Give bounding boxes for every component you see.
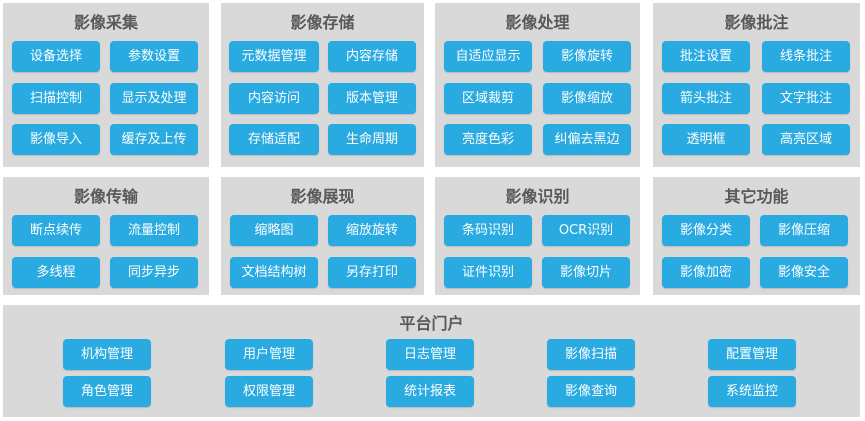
region-crop-button[interactable]: 区域裁剪: [444, 83, 532, 114]
ocr-recognition-button[interactable]: OCR识别: [542, 215, 630, 246]
thumbnail-button[interactable]: 缩略图: [230, 215, 318, 246]
image-slice-button[interactable]: 影像切片: [542, 257, 630, 288]
image-classify-button[interactable]: 影像分类: [662, 215, 750, 246]
resume-transfer-button[interactable]: 断点续传: [12, 215, 100, 246]
sync-async-button[interactable]: 同步异步: [110, 257, 198, 288]
transparent-box-button[interactable]: 透明框: [662, 124, 750, 155]
device-select-button[interactable]: 设备选择: [12, 41, 100, 72]
panel-image-storage: 影像存储 元数据管理 内容存储 内容访问 版本管理 存储适配 生命周期: [221, 3, 424, 167]
multithread-button[interactable]: 多线程: [12, 257, 100, 288]
storage-adapter-button[interactable]: 存储适配: [229, 124, 319, 155]
arrow-annotation-button[interactable]: 箭头批注: [662, 83, 750, 114]
brightness-color-button[interactable]: 亮度色彩: [444, 124, 532, 155]
org-management-button[interactable]: 机构管理: [63, 339, 151, 370]
content-access-button[interactable]: 内容访问: [229, 83, 319, 114]
scan-control-button[interactable]: 扫描控制: [12, 83, 100, 114]
image-security-button[interactable]: 影像安全: [760, 257, 848, 288]
image-import-button[interactable]: 影像导入: [12, 124, 100, 155]
panel-title: 影像处理: [505, 13, 570, 32]
panel-image-recognition: 影像识别 条码识别 OCR识别 证件识别 影像切片: [435, 177, 640, 295]
lifecycle-button[interactable]: 生命周期: [328, 124, 416, 155]
highlight-region-button[interactable]: 高亮区域: [762, 124, 850, 155]
panel-title: 影像传输: [73, 187, 138, 206]
display-processing-button[interactable]: 显示及处理: [110, 83, 198, 114]
permission-management-button[interactable]: 权限管理: [225, 376, 313, 407]
panel-image-processing: 影像处理 自适应显示 影像旋转 区域裁剪 影像缩放 亮度色彩 纠偏去黑边: [435, 3, 640, 167]
config-management-button[interactable]: 配置管理: [708, 339, 796, 370]
user-management-button[interactable]: 用户管理: [225, 339, 313, 370]
id-recognition-button[interactable]: 证件识别: [444, 257, 532, 288]
statistics-report-button[interactable]: 统计报表: [386, 376, 474, 407]
image-query-button[interactable]: 影像查询: [547, 376, 635, 407]
panel-title: 影像存储: [290, 13, 355, 32]
panel-image-presentation: 影像展现 缩略图 缩放旋转 文档结构树 另存打印: [221, 177, 424, 295]
panel-title: 平台门户: [399, 314, 464, 333]
document-tree-button[interactable]: 文档结构树: [230, 257, 318, 288]
line-annotation-button[interactable]: 线条批注: [762, 41, 850, 72]
adaptive-display-button[interactable]: 自适应显示: [444, 41, 532, 72]
image-compress-button[interactable]: 影像压缩: [760, 215, 848, 246]
image-zoom-button[interactable]: 影像缩放: [543, 83, 631, 114]
content-storage-button[interactable]: 内容存储: [328, 41, 416, 72]
panel-title: 影像批注: [724, 13, 789, 32]
panel-image-transfer: 影像传输 断点续传 流量控制 多线程 同步异步: [3, 177, 209, 295]
zoom-rotate-button[interactable]: 缩放旋转: [328, 215, 416, 246]
text-annotation-button[interactable]: 文字批注: [762, 83, 850, 114]
cache-upload-button[interactable]: 缓存及上传: [110, 124, 198, 155]
system-monitor-button[interactable]: 系统监控: [708, 376, 796, 407]
log-management-button[interactable]: 日志管理: [386, 339, 474, 370]
image-rotate-button[interactable]: 影像旋转: [543, 41, 631, 72]
version-management-button[interactable]: 版本管理: [328, 83, 416, 114]
save-print-button[interactable]: 另存打印: [328, 257, 416, 288]
barcode-recognition-button[interactable]: 条码识别: [444, 215, 532, 246]
panel-title: 影像展现: [290, 187, 355, 206]
panel-image-annotation: 影像批注 批注设置 线条批注 箭头批注 文字批注 透明框 高亮区域: [653, 3, 860, 167]
flow-control-button[interactable]: 流量控制: [110, 215, 198, 246]
parameter-settings-button[interactable]: 参数设置: [110, 41, 198, 72]
deskew-deblack-button[interactable]: 纠偏去黑边: [543, 124, 631, 155]
panel-title: 其它功能: [724, 187, 789, 206]
panel-image-capture: 影像采集 设备选择 参数设置 扫描控制 显示及处理 影像导入 缓存及上传: [3, 3, 209, 167]
panel-title: 影像识别: [505, 187, 570, 206]
role-management-button[interactable]: 角色管理: [63, 376, 151, 407]
metadata-management-button[interactable]: 元数据管理: [229, 41, 319, 72]
panel-title: 影像采集: [73, 13, 138, 32]
annotation-settings-button[interactable]: 批注设置: [662, 41, 750, 72]
panel-platform-portal: 平台门户 机构管理 用户管理 日志管理 影像扫描 配置管理 角色管理 权限管理 …: [3, 305, 860, 417]
image-encrypt-button[interactable]: 影像加密: [662, 257, 750, 288]
panel-other-functions: 其它功能 影像分类 影像压缩 影像加密 影像安全: [653, 177, 860, 295]
image-scan-button[interactable]: 影像扫描: [547, 339, 635, 370]
